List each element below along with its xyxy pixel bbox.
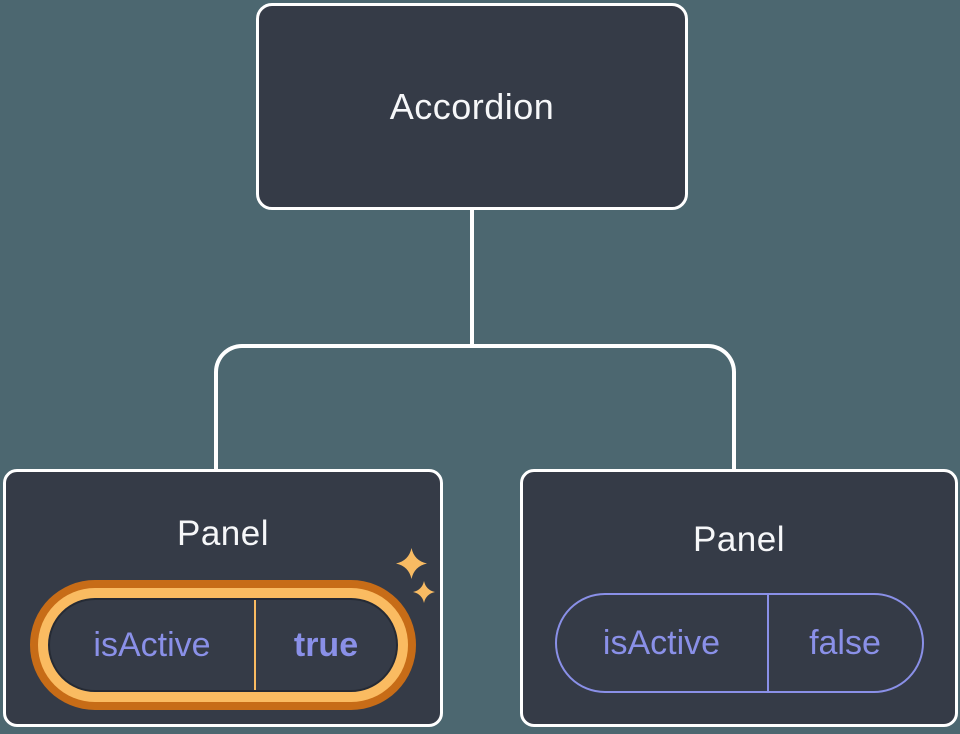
- prop-name: isActive: [602, 623, 721, 662]
- connector-trunk-line: [470, 209, 474, 347]
- prop-value: true: [293, 625, 359, 664]
- connector-branch-bracket: [214, 344, 736, 470]
- pill-divider: [254, 600, 256, 690]
- panel-title: Panel: [692, 520, 786, 559]
- prop-name: isActive: [93, 625, 211, 664]
- highlight-ring-inner: isActive true: [38, 588, 408, 702]
- panel-node-active: Panel isActive true: [3, 469, 443, 727]
- accordion-node-label: Accordion: [389, 85, 555, 127]
- sparkle-icon-small: [413, 581, 435, 603]
- prop-value: false: [809, 623, 881, 662]
- prop-pill-active: isActive true: [48, 598, 398, 692]
- panel-title: Panel: [176, 514, 270, 553]
- accordion-node: Accordion: [256, 3, 688, 210]
- prop-pill-inactive: isActive false: [554, 593, 924, 693]
- panel-node-inactive: Panel isActive false: [520, 469, 958, 727]
- highlight-ring-outer: isActive true: [30, 580, 416, 710]
- pill-divider: [766, 595, 769, 691]
- sparkle-icon-large: [396, 548, 427, 579]
